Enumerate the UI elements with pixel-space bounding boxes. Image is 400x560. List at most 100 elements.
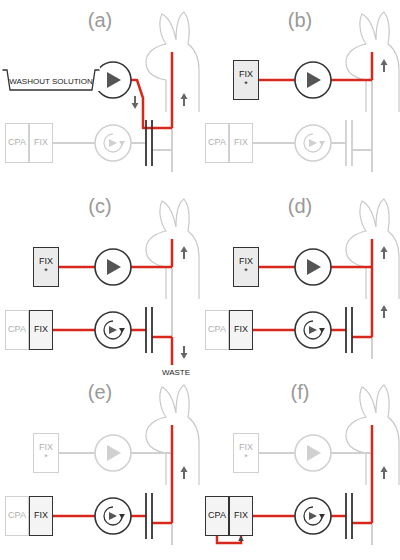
reservoir-box: FIX xyxy=(229,310,253,350)
flow-arrow-head xyxy=(181,93,188,99)
panel-letter: (b) xyxy=(287,9,313,32)
tubing-idle xyxy=(331,515,346,517)
reservoir-label: FIX xyxy=(234,511,248,521)
pump-arrow xyxy=(309,139,317,147)
recirculation-arc-head xyxy=(119,514,125,519)
outlet-label: WASTE xyxy=(161,368,191,377)
tubing-idle xyxy=(171,267,173,337)
tubing-idle xyxy=(171,239,173,267)
tubing-idle xyxy=(331,79,372,81)
tubing-idle xyxy=(331,266,372,268)
flow-arrow-shaft xyxy=(183,346,185,354)
recirculation-pump-symbol xyxy=(95,312,131,348)
reservoir-label: FIX * xyxy=(239,443,253,463)
tubing-active xyxy=(152,336,172,339)
flow-arrow-shaft xyxy=(383,471,385,479)
reservoir-label: CPA xyxy=(208,138,226,148)
heat-exchanger-plate xyxy=(351,120,353,166)
heat-exchanger-plate xyxy=(145,493,147,539)
panel-drawing xyxy=(40,12,199,172)
panel-drawing xyxy=(40,385,199,545)
pump-arrow xyxy=(307,259,321,275)
flow-arrow-head xyxy=(381,59,388,65)
flow-arrow-shaft xyxy=(383,251,385,259)
reservoir-box: CPA xyxy=(205,496,229,536)
recirculation-arc xyxy=(104,134,122,152)
recirculation-arc-head xyxy=(319,514,325,519)
panel-letter: (c) xyxy=(87,195,112,218)
tubing-active xyxy=(331,79,372,82)
tubing-idle xyxy=(371,453,373,523)
tubing-idle xyxy=(371,52,373,80)
pump-arrow xyxy=(107,72,121,88)
tubing-idle xyxy=(152,336,172,338)
tubing-idle xyxy=(352,149,372,151)
reservoir-label: FIX * xyxy=(239,257,253,277)
tubing-active xyxy=(171,239,174,267)
tubing-idle xyxy=(131,329,146,331)
reservoir-label: FIX xyxy=(234,325,248,335)
reservoir-box: FIX * xyxy=(233,247,259,287)
tubing-active xyxy=(371,267,374,337)
reservoir-box: CPA xyxy=(205,310,229,350)
tubing-active xyxy=(171,52,174,128)
tubing-active xyxy=(131,266,172,269)
recirculation-pump-symbol xyxy=(95,498,131,534)
recirculation-arc-head xyxy=(319,328,325,333)
flow-arrow-head xyxy=(181,353,188,359)
reservoir-box: FIX * xyxy=(33,433,59,473)
tubing-idle xyxy=(371,80,373,150)
reservoir-label: CPA xyxy=(208,511,226,521)
reservoir-box: FIX * xyxy=(233,60,259,100)
heat-exchanger-plate xyxy=(345,120,347,166)
recirculation-pump-symbol xyxy=(295,498,331,534)
flow-arrow-shaft xyxy=(183,98,185,106)
reservoir-box: CPA xyxy=(205,123,229,163)
tray-outline xyxy=(3,70,100,90)
reservoir-box: CPA xyxy=(5,123,29,163)
panel-drawing xyxy=(240,12,399,172)
recirculation-arc xyxy=(304,321,322,339)
flow-arrow-shaft xyxy=(183,471,185,479)
pump-arrow xyxy=(107,445,121,461)
reservoir-box: CPA xyxy=(5,310,29,350)
pump-symbol xyxy=(295,249,331,285)
reservoir-box: FIX xyxy=(29,310,53,350)
panel-letter: (d) xyxy=(287,195,313,218)
reservoir-label: CPA xyxy=(8,325,26,335)
tubing-active xyxy=(352,522,372,525)
panel-drawing xyxy=(240,199,399,359)
tubing-active xyxy=(152,522,172,525)
tubing-active xyxy=(371,52,374,80)
tubing-idle xyxy=(371,267,373,337)
tubing-active xyxy=(331,329,346,332)
flow-arrow-head xyxy=(181,466,188,472)
reservoir-box: FIX xyxy=(229,123,253,163)
flow-arrow-shaft xyxy=(383,64,385,72)
reservoir-label: FIX * xyxy=(239,70,253,90)
tubing-idle xyxy=(152,522,172,524)
tubing-idle xyxy=(171,453,173,523)
pump-symbol xyxy=(95,62,131,98)
reservoir-box: FIX xyxy=(29,496,53,536)
tubing-idle xyxy=(152,149,172,151)
tubing-idle xyxy=(131,515,146,517)
tubing-active xyxy=(371,425,374,453)
recirculation-pump-symbol xyxy=(295,125,331,161)
heat-exchanger-plate xyxy=(345,493,347,539)
transfer-line xyxy=(217,536,241,543)
reservoir-label: CPA xyxy=(8,511,26,521)
panel-letter: (e) xyxy=(87,381,113,404)
tubing-idle xyxy=(171,523,173,545)
flow-arrow-shaft xyxy=(383,310,385,318)
reservoir-label: FIX xyxy=(34,138,48,148)
tubing-idle xyxy=(331,329,346,331)
panel-letter: (f) xyxy=(290,381,311,404)
tubing-active xyxy=(131,329,146,332)
pump-arrow xyxy=(109,326,117,334)
tubing-idle xyxy=(131,142,146,144)
tubing-idle xyxy=(331,142,346,144)
tubing-idle xyxy=(352,336,372,338)
